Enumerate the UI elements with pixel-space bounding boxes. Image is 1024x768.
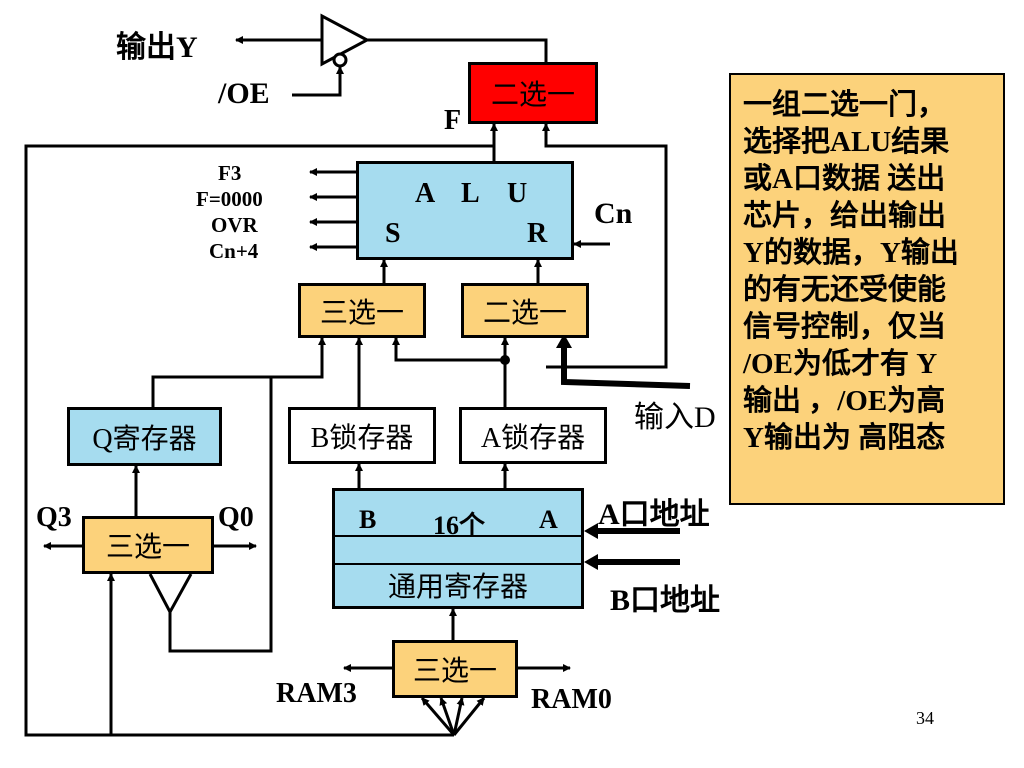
alu-letter-a: A	[415, 178, 436, 209]
arrow-a-addr	[584, 523, 598, 539]
wire-input-d	[561, 340, 691, 389]
alu-block: A L U S R	[356, 161, 574, 260]
note-line-5: Y的数据，Y输出	[743, 237, 959, 269]
label-f3: F3	[218, 161, 242, 185]
register-file-row-2	[335, 535, 581, 565]
note-line-8: /OE为低才有 Y	[743, 348, 938, 380]
q-mux-block: 三选一	[82, 516, 214, 574]
wire-ram-in-2	[439, 697, 456, 736]
wire-mux-to-buffer	[367, 38, 548, 62]
label-q3: Q3	[36, 502, 72, 533]
label-cn: Cn	[594, 197, 633, 230]
note-line-3: 或A口数据 送出	[743, 163, 946, 195]
wire-ram-in-3	[452, 697, 465, 736]
wire-ram-in-1	[420, 697, 456, 736]
alu-letter-l: L	[461, 178, 480, 209]
label-q0: Q0	[218, 502, 254, 533]
note-line-6: 的有无还受使能	[743, 274, 947, 306]
a-latch-label: A锁存器	[480, 422, 586, 454]
note-line-2: 选择把ALU结果	[743, 126, 950, 158]
wire-q-to-smux	[151, 337, 326, 407]
wire-a-data-to-out-mux	[542, 123, 668, 369]
q-mux-label: 三选一	[105, 532, 190, 563]
label-ram0: RAM0	[531, 684, 612, 715]
label-ram3: RAM3	[276, 678, 357, 709]
wire-f-feedback	[24, 144, 494, 737]
note-line-10: Y输出为 高阻态	[743, 422, 946, 454]
wire-ram-in-4	[452, 697, 486, 736]
ram-mux-block: 三选一	[392, 640, 518, 698]
r-mux-block: 二选一	[461, 283, 589, 338]
arrow-b-addr	[584, 554, 598, 570]
register-file-port-a: A	[539, 505, 558, 534]
wire-fork-qmux	[148, 573, 193, 616]
label-ovr: OVR	[211, 213, 258, 237]
register-file-label: 通用寄存器	[387, 572, 528, 603]
oe-inversion-bubble	[332, 52, 348, 68]
r-mux-label: 二选一	[482, 297, 567, 329]
label-output-y: 输出Y	[116, 31, 198, 64]
alu-port-s: S	[385, 218, 401, 249]
label-f: F	[444, 105, 462, 136]
ram-mux-label: 三选一	[412, 656, 497, 687]
q-register-block: Q寄存器	[67, 407, 222, 466]
junction-a-data	[500, 355, 510, 365]
wire-a-to-smux	[392, 337, 505, 362]
note-line-4: 芯片，给出输出	[743, 200, 947, 232]
note-line-7: 信号控制，仅当	[743, 311, 947, 343]
alu-letter-u: U	[507, 178, 528, 209]
register-file-port-b: B	[359, 505, 377, 534]
explanation-note: 一组二选一门， 选择把ALU结果 或A口数据 送出 芯片，给出输出 Y的数据，Y…	[729, 73, 1005, 505]
label-a-addr: A口地址	[598, 498, 710, 531]
output-mux-block: 二选一	[468, 62, 598, 124]
label-cn4: Cn+4	[209, 239, 259, 263]
label-input-d: 输入D	[634, 401, 716, 434]
label-oe: /OE	[218, 77, 270, 110]
s-mux-label: 三选一	[319, 297, 404, 329]
b-latch-label: B锁存器	[310, 422, 414, 454]
wire-fork-to-smux	[168, 377, 273, 653]
register-file-row-1	[335, 491, 581, 537]
q-register-label: Q寄存器	[92, 423, 197, 455]
note-line-9: 输出 ，/OE为高	[743, 385, 946, 417]
register-file-block: B 16个 A 通用寄存器	[332, 488, 584, 609]
output-mux-label: 二选一	[490, 80, 575, 111]
page-number: 34	[916, 708, 934, 728]
label-b-addr: B口地址	[610, 584, 721, 617]
register-file-count: 16个	[433, 511, 486, 540]
arrow-input-d	[556, 334, 572, 348]
alu-port-r: R	[527, 218, 548, 249]
label-f-zero: F=0000	[196, 187, 263, 211]
b-latch-block: B锁存器	[288, 407, 436, 464]
s-mux-block: 三选一	[298, 283, 426, 338]
wire-oe	[292, 66, 344, 97]
a-latch-block: A锁存器	[459, 407, 607, 464]
note-line-1: 一组二选一门，	[743, 89, 947, 121]
